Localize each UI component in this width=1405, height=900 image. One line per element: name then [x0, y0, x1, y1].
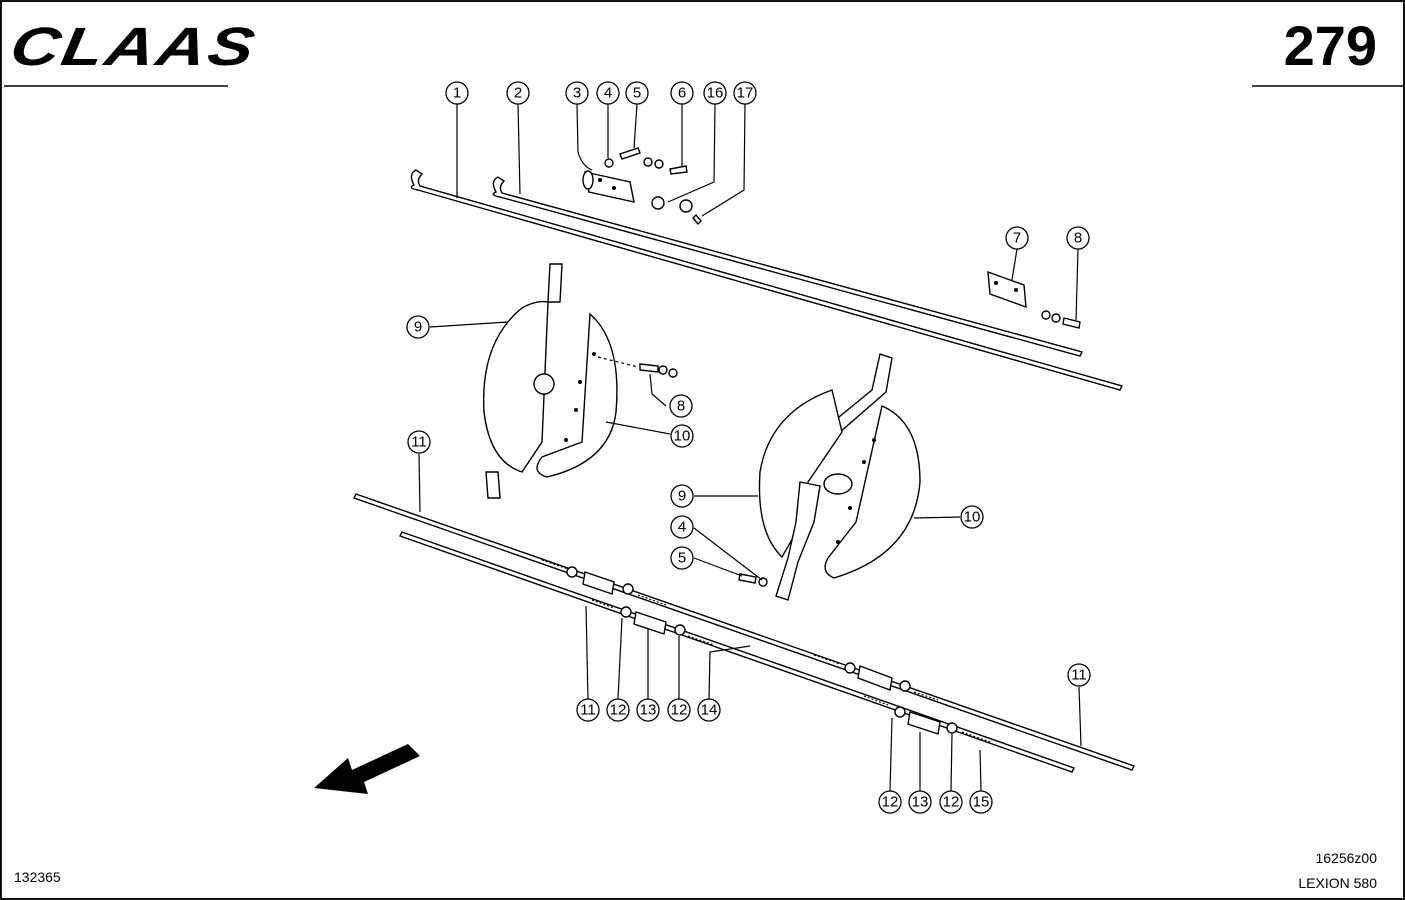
callout-6: 6	[670, 81, 694, 105]
svg-text:17: 17	[737, 85, 754, 102]
document-number: 132365	[14, 869, 61, 885]
rod-2	[492, 176, 1084, 357]
svg-text:15: 15	[973, 794, 990, 811]
callout-4-right: 4	[670, 515, 694, 539]
callout-10-right: 10	[960, 505, 984, 529]
svg-text:9: 9	[414, 319, 422, 336]
callout-17: 17	[733, 81, 757, 105]
svg-text:11: 11	[411, 434, 427, 451]
callout-16: 16	[703, 81, 727, 105]
callout-2: 2	[506, 81, 530, 105]
callout-11-top: 11	[407, 430, 431, 454]
callout-9-right: 9	[670, 484, 694, 508]
callout-3: 3	[565, 81, 589, 105]
svg-text:9: 9	[678, 488, 686, 505]
callout-14: 14	[697, 698, 721, 722]
svg-text:12: 12	[943, 794, 960, 811]
callout-1: 1	[445, 81, 469, 105]
couplings	[541, 559, 991, 743]
svg-text:5: 5	[633, 85, 641, 102]
callout-10-left: 10	[670, 424, 694, 448]
callout-13-a: 13	[636, 698, 660, 722]
disc-assembly-right	[738, 353, 921, 601]
model-name: LEXION 580	[1298, 875, 1377, 891]
callout-8-top: 8	[1066, 226, 1090, 250]
callout-15: 15	[969, 790, 993, 814]
svg-text:1: 1	[453, 85, 461, 102]
svg-text:11: 11	[1071, 667, 1087, 684]
rod-1	[410, 169, 1124, 391]
svg-text:14: 14	[701, 702, 718, 719]
callout-12-a: 12	[606, 698, 630, 722]
callout-13-b: 13	[908, 790, 932, 814]
svg-text:7: 7	[1013, 230, 1021, 247]
rod-11-lower	[399, 531, 1075, 773]
callout-9-left: 9	[406, 315, 430, 339]
direction-arrow	[314, 744, 420, 794]
callout-12-b: 12	[667, 698, 691, 722]
rod-11-upper	[353, 493, 1135, 771]
bracket-assembly-right	[987, 270, 1081, 329]
svg-text:12: 12	[671, 702, 688, 719]
callout-12-c: 12	[878, 790, 902, 814]
svg-text:3: 3	[573, 85, 581, 102]
svg-text:4: 4	[604, 85, 612, 102]
svg-text:16: 16	[707, 85, 724, 102]
svg-text:12: 12	[882, 794, 899, 811]
callout-5: 5	[625, 81, 649, 105]
bracket-assembly-top	[582, 147, 702, 226]
svg-text:8: 8	[1074, 230, 1082, 247]
drawing-code: 16256z00	[1315, 850, 1377, 866]
svg-text:6: 6	[678, 85, 686, 102]
svg-text:2: 2	[514, 85, 522, 102]
svg-text:13: 13	[912, 794, 929, 811]
leader-lines	[418, 103, 1082, 792]
callout-11-bottom: 11	[576, 698, 600, 722]
svg-text:5: 5	[678, 550, 686, 567]
svg-text:10: 10	[674, 428, 691, 445]
svg-text:8: 8	[677, 398, 685, 415]
svg-text:13: 13	[640, 702, 657, 719]
svg-text:4: 4	[678, 519, 686, 536]
callout-5-right: 5	[670, 546, 694, 570]
disc-assembly-left	[482, 263, 678, 499]
callout-11-right: 11	[1067, 663, 1091, 687]
svg-text:10: 10	[964, 509, 981, 526]
callout-4: 4	[596, 81, 620, 105]
callout-7: 7	[1005, 226, 1029, 250]
callout-12-d: 12	[939, 790, 963, 814]
svg-text:11: 11	[580, 702, 596, 719]
page-number: 279	[1283, 14, 1377, 77]
callout-8-left: 8	[669, 394, 693, 418]
svg-text:12: 12	[610, 702, 627, 719]
